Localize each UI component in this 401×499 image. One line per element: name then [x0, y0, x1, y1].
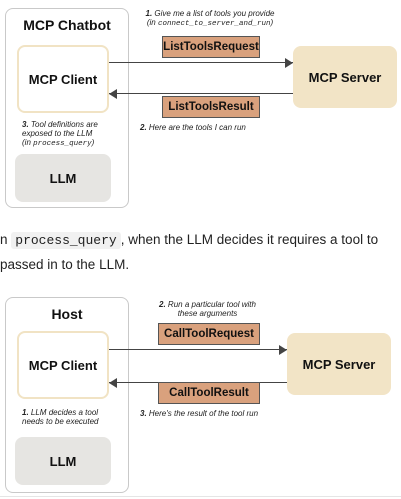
list-tools-diagram: MCP Chatbot MCP Client 3. Tool definitio… — [0, 0, 401, 210]
call-tool-result-label: CallToolResult — [169, 387, 249, 399]
call-tool-diagram: Host MCP Client 1. LLM decides a tool ne… — [0, 285, 401, 495]
step3-line2: exposed to the LLM — [22, 129, 93, 138]
step3-text: Here's the result of the tool run — [148, 409, 259, 418]
mcp-chatbot-title: MCP Chatbot — [23, 17, 111, 33]
call-tool-request-box: CallToolRequest — [158, 323, 260, 345]
step1-line2: needs to be executed — [22, 417, 99, 426]
step2-line1: Run a particular tool with — [167, 300, 256, 309]
mcp-client-box: MCP Client — [17, 331, 109, 399]
step1-line1: LLM decides a tool — [30, 408, 99, 417]
mcp-client-label: MCP Client — [28, 357, 98, 373]
mcp-client-box: MCP Client — [17, 45, 109, 113]
step3-number: 3. — [140, 409, 147, 418]
step1-sub-code: connect_to_server_and_run — [157, 20, 271, 28]
arrow-right-icon — [285, 58, 293, 68]
paragraph-code: process_query — [11, 232, 121, 249]
step2-text: Here are the tools I can run — [148, 123, 246, 132]
list-tools-request-label: ListToolsRequest — [163, 41, 259, 53]
paragraph-line2: passed in to the LLM. — [0, 257, 130, 272]
host-title: Host — [51, 306, 83, 322]
step3-note: 3. Tool definitions are exposed to the L… — [22, 120, 122, 149]
step3-sub-close: ) — [91, 138, 95, 147]
mcp-client-label: MCP Client — [28, 71, 98, 87]
description-paragraph: n process_query, when the LLM decides it… — [0, 228, 401, 277]
list-tools-result-label: ListToolsResult — [168, 101, 254, 113]
step2-number: 2. — [140, 123, 147, 132]
step1-note: 1. LLM decides a tool needs to be execut… — [22, 408, 122, 426]
llm-box: LLM — [15, 154, 111, 202]
step1-sub-open: (in — [146, 18, 158, 27]
mcp-server-label: MCP Server — [308, 69, 382, 85]
call-tool-request-label: CallToolRequest — [164, 328, 254, 340]
list-tools-request-box: ListToolsRequest — [162, 36, 260, 58]
divider — [0, 496, 401, 497]
step1-caption: 1. Give me a list of tools you provide (… — [130, 9, 290, 29]
call-tool-result-box: CallToolResult — [158, 382, 260, 404]
step2-caption: 2. Here are the tools I can run — [140, 123, 285, 132]
step3-number: 3. — [22, 120, 29, 129]
arrow-left-icon — [109, 89, 117, 99]
request-arrow — [109, 345, 287, 355]
step1-number: 1. — [145, 9, 153, 18]
step1-text: Give me a list of tools you provide — [154, 9, 275, 18]
list-tools-result-box: ListToolsResult — [162, 96, 260, 118]
step3-sub-code: process_query — [33, 140, 92, 148]
mcp-server-label: MCP Server — [302, 356, 376, 372]
llm-label: LLM — [49, 453, 77, 469]
step2-line2: these arguments — [177, 309, 238, 318]
step3-sub-open: (in — [22, 138, 34, 147]
mcp-server-box: MCP Server — [287, 333, 391, 395]
llm-label: LLM — [49, 170, 77, 186]
mcp-server-box: MCP Server — [293, 46, 397, 108]
request-arrow — [109, 58, 293, 68]
arrow-left-icon — [109, 378, 117, 388]
llm-box: LLM — [15, 437, 111, 485]
step3-caption: 3. Here's the result of the tool run — [140, 409, 290, 418]
paragraph-suffix: , when the LLM decides it requires a too… — [120, 232, 379, 247]
step2-caption: 2. Run a particular tool with these argu… — [135, 300, 280, 318]
paragraph-prefix: n — [0, 232, 12, 247]
step3-line1: Tool definitions are — [30, 120, 98, 129]
arrow-right-icon — [279, 345, 287, 355]
step1-sub-close: ) — [270, 18, 274, 27]
result-arrow — [109, 89, 293, 99]
step1-number: 1. — [22, 408, 29, 417]
step2-number: 2. — [159, 300, 166, 309]
